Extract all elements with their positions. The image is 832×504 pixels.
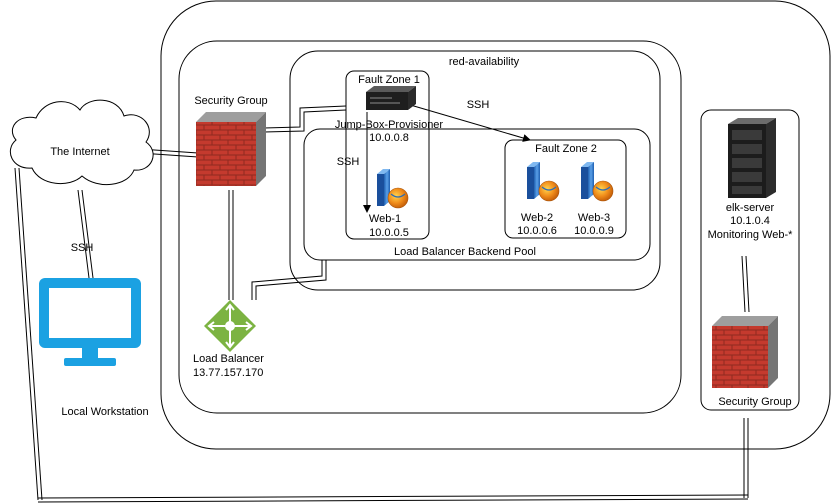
connectors xyxy=(14,105,750,503)
security-group-left-label: Security Group xyxy=(194,95,267,107)
fault-zone-2-label: Fault Zone 2 xyxy=(535,143,597,155)
ssh-arrow-to-fault-zone-2 xyxy=(406,103,531,142)
web-1-ip: 10.0.0.5 xyxy=(369,227,409,239)
web-2-label: Web-2 xyxy=(521,212,553,224)
load-balancer-ip: 13.77.157.170 xyxy=(193,367,263,379)
web-server-icon xyxy=(527,162,560,202)
web-1-label: Web-1 xyxy=(369,213,401,225)
load-balancer-label: Load Balancer xyxy=(193,353,264,365)
elk-server-ip: 10.1.0.4 xyxy=(730,215,770,227)
backend-pool-container xyxy=(303,128,651,261)
firewall-icon xyxy=(712,316,778,388)
resource-group-container xyxy=(178,40,682,414)
fault-zone-1-label: Fault Zone 1 xyxy=(358,74,420,86)
web-server-icon xyxy=(377,169,409,209)
ssh-left-label: SSH xyxy=(71,242,94,254)
server-icon xyxy=(366,86,416,110)
load-balancer-icon xyxy=(204,300,256,352)
red-availability-label: red-availability xyxy=(449,56,520,68)
cloud-region-container xyxy=(160,0,831,450)
ssh-top-label: SSH xyxy=(467,99,490,111)
local-workstation-label: Local Workstation xyxy=(61,406,148,418)
jump-box-label: Jump-Box-Provisioner xyxy=(335,119,444,131)
server-rack-icon xyxy=(728,118,776,198)
web-3-label: Web-3 xyxy=(578,212,610,224)
web-3-ip: 10.0.0.9 xyxy=(574,225,614,237)
monitor-icon xyxy=(39,278,141,366)
ssh-inner-label: SSH xyxy=(337,156,360,168)
cloud-icon xyxy=(10,99,154,186)
monitoring-label: Monitoring Web-* xyxy=(708,229,793,241)
fault-zone-2-box xyxy=(504,139,627,239)
elk-server-label: elk-server xyxy=(726,202,775,214)
firewall-icon xyxy=(196,112,266,186)
jump-box-ip: 10.0.0.8 xyxy=(369,132,409,144)
web-2-ip: 10.0.0.6 xyxy=(517,225,557,237)
fault-zone-1-box xyxy=(345,70,430,240)
internet-label: The Internet xyxy=(50,146,109,158)
web-server-icon xyxy=(581,162,614,202)
backend-pool-label: Load Balancer Backend Pool xyxy=(394,246,536,258)
elk-vnet-container xyxy=(700,109,800,411)
availability-set-container xyxy=(289,50,661,291)
security-group-right-label: Security Group xyxy=(718,396,791,408)
